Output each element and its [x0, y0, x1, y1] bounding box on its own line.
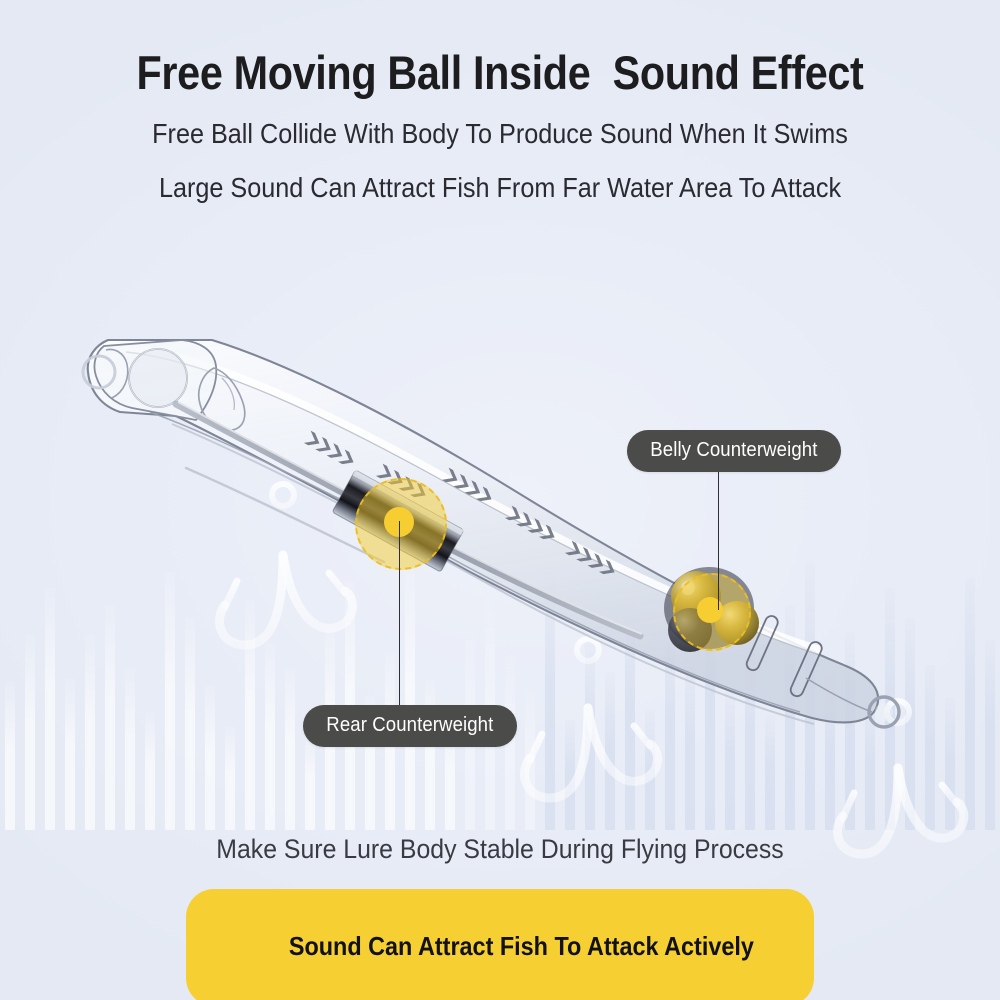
waveform-bar — [224, 726, 236, 830]
waveform-bar — [564, 720, 576, 830]
waveform-bar — [684, 658, 696, 830]
waveform-bar — [744, 648, 756, 830]
waveform-bar — [604, 672, 616, 830]
rear-counterweight-highlight — [355, 478, 447, 570]
waveform-bar — [304, 732, 316, 830]
waveform-bar — [844, 632, 856, 830]
waveform-bar — [184, 618, 196, 830]
waveform-bar — [724, 690, 736, 830]
waveform-bar — [964, 578, 976, 830]
waveform-bar — [144, 712, 156, 830]
belly-counterweight-highlight — [673, 573, 751, 651]
waveform-bar — [544, 568, 556, 830]
cta-label: Sound Can Attract Fish To Attack Activel… — [289, 931, 755, 961]
waveform-bar — [244, 600, 256, 830]
waveform-bar — [164, 572, 176, 830]
waveform-bar — [584, 640, 596, 830]
waveform-bar — [404, 568, 416, 830]
waveform-bar — [764, 715, 776, 830]
waveform-bar — [804, 562, 816, 830]
footer-block: Make Sure Lure Body Stable During Flying… — [0, 834, 1000, 1000]
belly-counterweight — [664, 567, 759, 652]
waveform-bar — [644, 710, 656, 830]
lure-body — [81, 338, 901, 729]
callout-rear-counterweight[interactable]: Rear Counterweight — [303, 705, 517, 747]
chevron-motion-marks — [303, 430, 615, 575]
waveform-bar — [624, 592, 636, 830]
waveform-bar — [64, 678, 76, 830]
waveform-bar — [944, 698, 956, 830]
subtitle-line-1: Free Ball Collide With Body To Produce S… — [152, 117, 848, 149]
page-title: Free Moving Ball Inside Sound Effect — [136, 46, 864, 99]
waveform-bar — [284, 668, 296, 830]
waveform-bar — [104, 605, 116, 830]
subtitle-line-2: Large Sound Can Attract Fish From Far Wa… — [158, 171, 842, 203]
belly-callout-leader-line — [718, 467, 720, 610]
rear-counterweight — [332, 469, 464, 572]
waveform-bar — [424, 680, 436, 830]
waveform-bar — [664, 625, 676, 830]
waveform-bar — [44, 588, 56, 830]
waveform-bar — [84, 634, 96, 830]
callout-belly-label: Belly Counterweight — [650, 439, 818, 461]
waveform-bar — [984, 640, 996, 830]
waveform-bar — [884, 588, 896, 830]
waveform-bar — [264, 642, 276, 830]
waveform-bar — [124, 668, 136, 830]
callout-belly-counterweight[interactable]: Belly Counterweight — [627, 430, 841, 472]
treble-hook-icon — [215, 481, 969, 859]
waveform-bar — [904, 618, 916, 830]
waveform-bar — [864, 702, 876, 830]
cta-banner[interactable]: Sound Can Attract Fish To Attack Activel… — [185, 889, 815, 1000]
rear-callout-leader-line — [399, 521, 401, 707]
tail-slots — [745, 615, 823, 698]
footer-line-1: Make Sure Lure Body Stable During Flying… — [216, 834, 784, 864]
header-block: Free Moving Ball Inside Sound Effect Fre… — [0, 0, 1000, 202]
waveform-bar — [784, 605, 796, 830]
waveform-bar — [524, 688, 536, 830]
waveform-bar — [704, 582, 716, 830]
callout-rear-label: Rear Counterweight — [326, 714, 494, 736]
waveform-bar — [824, 675, 836, 830]
waveform-bar — [4, 682, 16, 830]
waveform-bar — [24, 634, 36, 830]
waveform-bar — [924, 665, 936, 830]
waveform-bar — [204, 685, 216, 830]
sound-waveform-background — [0, 300, 1000, 830]
